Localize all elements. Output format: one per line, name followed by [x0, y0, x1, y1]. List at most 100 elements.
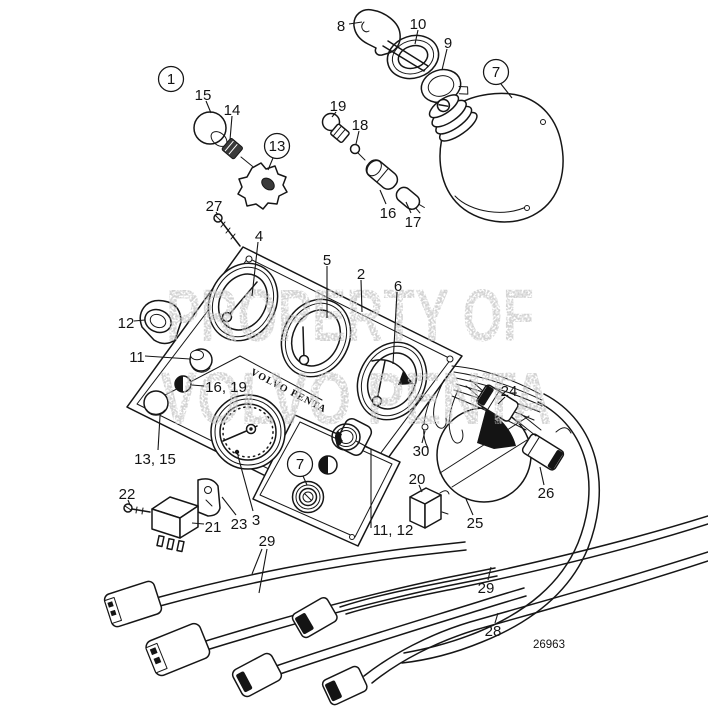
round-gauge-7	[291, 480, 325, 514]
connector-26	[515, 413, 572, 471]
svg-text:25: 25	[467, 515, 484, 532]
svg-text:13: 13	[269, 138, 286, 155]
svg-text:24: 24	[501, 383, 518, 400]
bulb-16	[365, 159, 399, 190]
part-label-26: 26	[538, 466, 555, 502]
part-label-30: 30	[413, 430, 429, 460]
part-label-8: 8	[337, 18, 363, 35]
key-8	[353, 8, 401, 56]
ignition-switch-7	[428, 92, 564, 223]
svg-text:11, 12: 11, 12	[373, 522, 414, 539]
bulb-assembly	[321, 112, 425, 214]
part-label-29: 29	[478, 566, 495, 597]
relay-21	[123, 478, 221, 553]
svg-text:15: 15	[195, 87, 212, 104]
part-label-22: 22	[119, 486, 136, 506]
harness-trunk	[401, 393, 600, 664]
part-label-6: 6	[392, 278, 402, 365]
part-label-13-15: 13, 15	[134, 415, 176, 468]
svg-text:22: 22	[119, 486, 136, 503]
part-label-15: 15	[195, 87, 212, 114]
part-label-4: 4	[251, 228, 263, 297]
relay-20	[409, 487, 450, 529]
indicator-lamp	[318, 455, 338, 475]
svg-text:9: 9	[444, 35, 452, 52]
svg-text:14: 14	[224, 102, 241, 119]
svg-text:18: 18	[352, 117, 369, 134]
key-ring-10	[386, 34, 440, 80]
watermark-line2: VOLVO PENTA	[160, 357, 552, 440]
svg-text:29: 29	[259, 533, 276, 550]
part-label-25: 25	[465, 498, 484, 532]
svg-text:4: 4	[255, 228, 263, 245]
part-label-11: 11	[129, 349, 191, 366]
svg-text:27: 27	[206, 198, 223, 215]
svg-text:1: 1	[167, 71, 175, 88]
svg-text:6: 6	[394, 278, 402, 295]
drawing-number: 26963	[533, 639, 565, 651]
svg-text:7: 7	[296, 456, 304, 473]
part-label-2: 2	[357, 266, 365, 313]
gauge-5-needle	[298, 326, 310, 366]
button-11	[189, 348, 213, 373]
part-label-20: 20	[409, 471, 425, 493]
key-shaft	[382, 40, 429, 72]
svg-text:5: 5	[323, 252, 331, 269]
svg-text:3: 3	[252, 512, 260, 529]
part-label-29: 29	[251, 533, 276, 594]
screw-27	[213, 213, 241, 247]
svg-text:11: 11	[129, 349, 145, 366]
part-label-18: 18	[352, 117, 369, 145]
part-label-13: 13	[263, 132, 291, 171]
svg-text:23: 23	[231, 516, 248, 533]
gauge-sub-panel	[252, 414, 401, 547]
socket-17	[395, 186, 425, 214]
part-label-19: 19	[330, 98, 347, 118]
gauge-6-needle	[371, 359, 414, 407]
svg-text:29: 29	[478, 580, 495, 597]
tachometer	[210, 394, 286, 470]
oval-gauge-5	[280, 298, 352, 378]
watermark: PROPERTY OF VOLVO PENTA	[160, 274, 552, 440]
svg-text:26: 26	[538, 485, 555, 502]
watermark-line1: PROPERTY OF	[166, 274, 534, 357]
part-label-14: 14	[224, 102, 241, 141]
connector-c1	[103, 580, 163, 628]
connector-24	[476, 384, 519, 422]
part-label-12: 12	[118, 315, 146, 332]
part-label-28: 28	[485, 612, 502, 640]
part-label-5: 5	[323, 252, 331, 318]
bracket-23	[197, 478, 221, 517]
part-label-7: 7	[482, 58, 513, 99]
button-assembly	[193, 111, 288, 210]
svg-text:16, 19: 16, 19	[205, 379, 247, 396]
wire-bundle	[451, 365, 543, 431]
part-label-17: 17	[405, 201, 422, 231]
part-label-23: 23	[221, 496, 248, 533]
svg-text:12: 12	[118, 315, 135, 332]
part-label-11-12: 11, 12	[355, 440, 414, 539]
part-label-3: 3	[237, 455, 260, 529]
collar-14	[221, 138, 243, 160]
indicator-16-19	[174, 375, 192, 393]
connector-c4	[291, 596, 338, 639]
svg-text:19: 19	[330, 98, 347, 115]
part-label-10: 10	[410, 16, 426, 45]
part-label-1: 1	[157, 65, 185, 93]
part-label-7: 7	[286, 450, 314, 486]
harness-cables	[155, 515, 708, 684]
button-13-15	[143, 390, 169, 416]
svg-text:17: 17	[405, 214, 422, 231]
svg-text:8: 8	[337, 18, 345, 35]
part-label-16: 16	[379, 189, 396, 222]
svg-text:7: 7	[492, 64, 500, 81]
gauge-4-needle	[221, 281, 258, 323]
small-gauge-bezel	[331, 418, 373, 456]
part-label-16-19: 16, 19	[191, 379, 247, 396]
svg-text:13, 15: 13, 15	[134, 451, 176, 468]
connector-c3	[231, 652, 283, 698]
svg-text:28: 28	[485, 623, 502, 640]
part-label-9: 9	[441, 35, 452, 71]
